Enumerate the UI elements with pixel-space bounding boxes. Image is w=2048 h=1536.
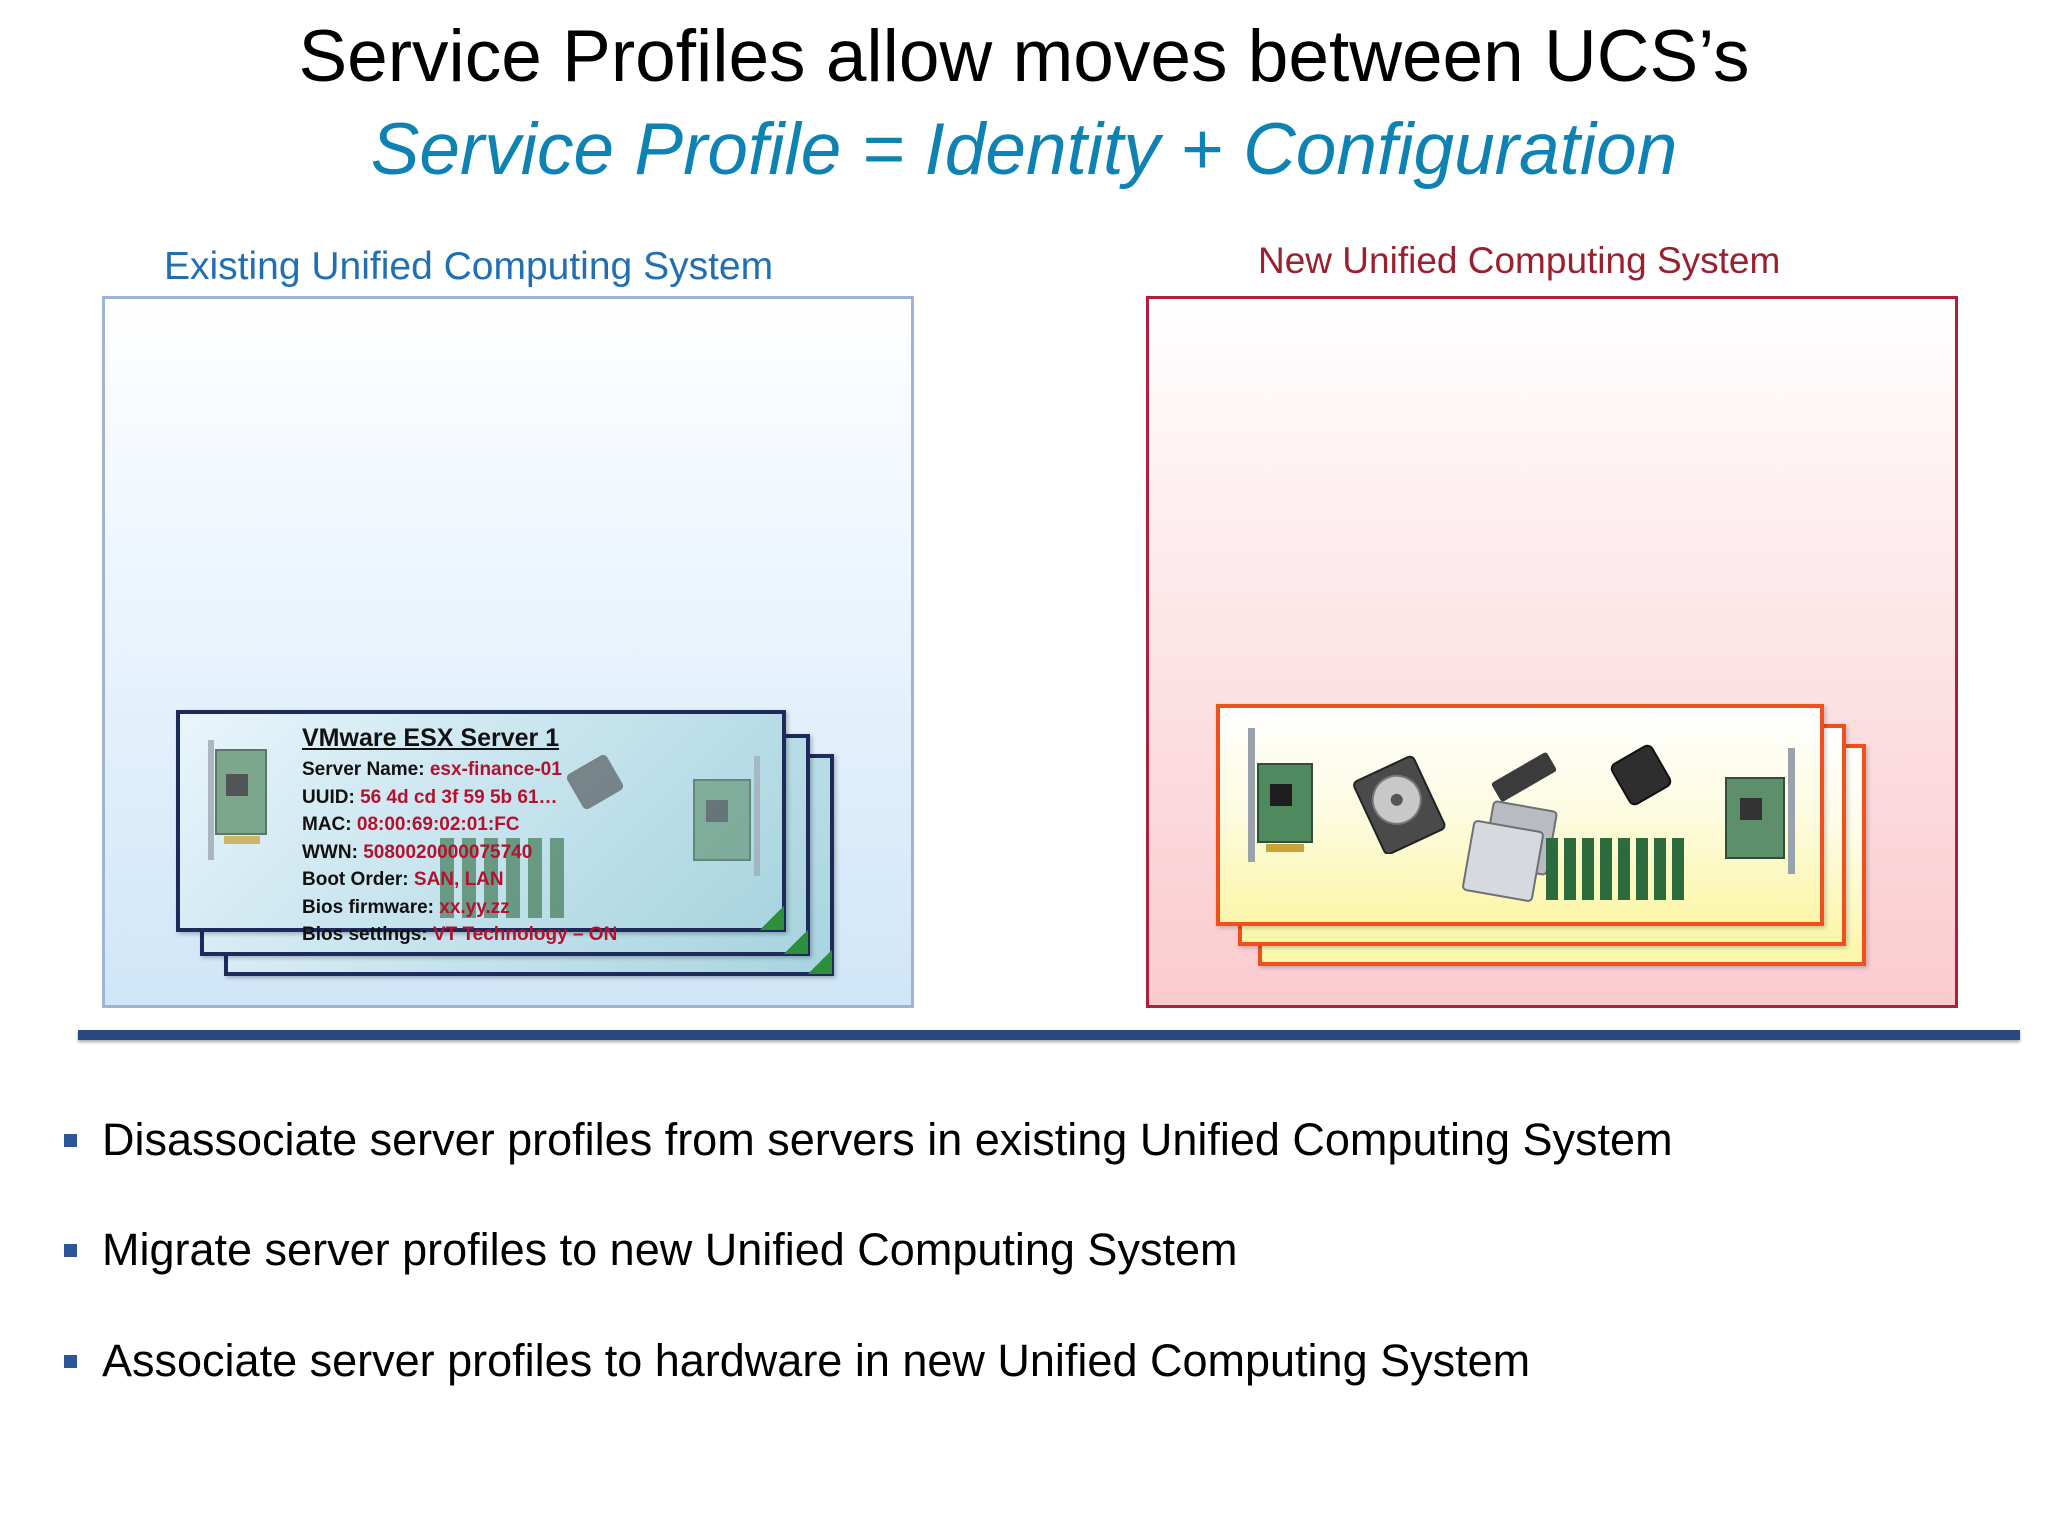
bullet-text: Migrate server profiles to new Unified C…	[102, 1224, 1238, 1275]
bios-chip-icon	[1610, 744, 1672, 806]
slide-title: Service Profiles allow moves between UCS…	[298, 16, 1750, 97]
field-label: UUID:	[302, 786, 355, 808]
profile-field-mac: MAC: 08:00:69:02:01:FC	[302, 811, 782, 839]
profile-card-title: VMware ESX Server 1	[302, 724, 560, 752]
hard-drive-icon	[1353, 755, 1446, 854]
new-system-label: New Unified Computing System	[1258, 240, 1781, 281]
field-value: VT Technology – ON	[432, 924, 618, 945]
network-card-icon	[208, 740, 267, 860]
field-label: Bios firmware:	[302, 896, 434, 918]
profile-card-details: VMware ESX Server 1 Server Name: esx-fin…	[302, 722, 782, 949]
section-divider	[78, 1030, 2020, 1040]
field-label: WWN:	[302, 841, 358, 863]
hardware-card-front	[1216, 704, 1824, 926]
network-card-icon	[1248, 728, 1313, 862]
profile-field-boot-order: Boot Order: SAN, LAN	[302, 866, 782, 894]
bullet-item: Disassociate server profiles from server…	[64, 1112, 2004, 1168]
field-value: 56 4d cd 3f 59 5b 61…	[360, 786, 558, 808]
existing-system-label: Existing Unified Computing System	[164, 245, 774, 288]
bios-chip-icon	[566, 755, 624, 809]
profile-field-server-name: Server Name: esx-finance-01	[302, 756, 782, 784]
hba-card-icon	[693, 756, 760, 876]
profile-field-wwn: WWN: 5080020000075740	[302, 839, 782, 867]
slide-subtitle: Service Profile = Identity + Configurati…	[370, 109, 1678, 190]
field-value: esx-finance-01	[429, 759, 562, 780]
processor-icon	[1462, 800, 1558, 902]
profile-card-front	[176, 710, 786, 932]
hba-card-icon	[1725, 748, 1795, 874]
field-label: MAC:	[302, 814, 352, 835]
profile-field-bios-firmware: Bios firmware: xx.yy.zz	[302, 894, 782, 922]
profile-field-bios-settings: Bios settings: VT Technology – ON	[302, 921, 782, 949]
bullet-text: Associate server profiles to hardware in…	[102, 1335, 1531, 1386]
memory-module-icon	[1546, 838, 1684, 900]
profile-field-uuid: UUID: 56 4d cd 3f 59 5b 61…	[302, 784, 782, 812]
bios-chip-icon	[1491, 752, 1557, 802]
field-value: 5080020000075740	[363, 841, 533, 863]
field-value: SAN, LAN	[413, 869, 504, 890]
field-label: Server Name:	[302, 759, 425, 780]
memory-module-icon	[440, 838, 564, 918]
field-value: 08:00:69:02:01:FC	[356, 814, 520, 835]
bullet-item: Migrate server profiles to new Unified C…	[64, 1222, 2004, 1278]
field-label: Boot Order:	[302, 869, 409, 890]
bullet-item: Associate server profiles to hardware in…	[64, 1333, 2004, 1389]
field-label: Bios settings:	[302, 924, 428, 945]
bullet-text: Disassociate server profiles from server…	[102, 1114, 1673, 1165]
bullet-icon	[64, 1134, 77, 1147]
bullet-icon	[64, 1355, 77, 1368]
bullet-icon	[64, 1244, 77, 1257]
field-value: xx.yy.zz	[439, 896, 510, 918]
